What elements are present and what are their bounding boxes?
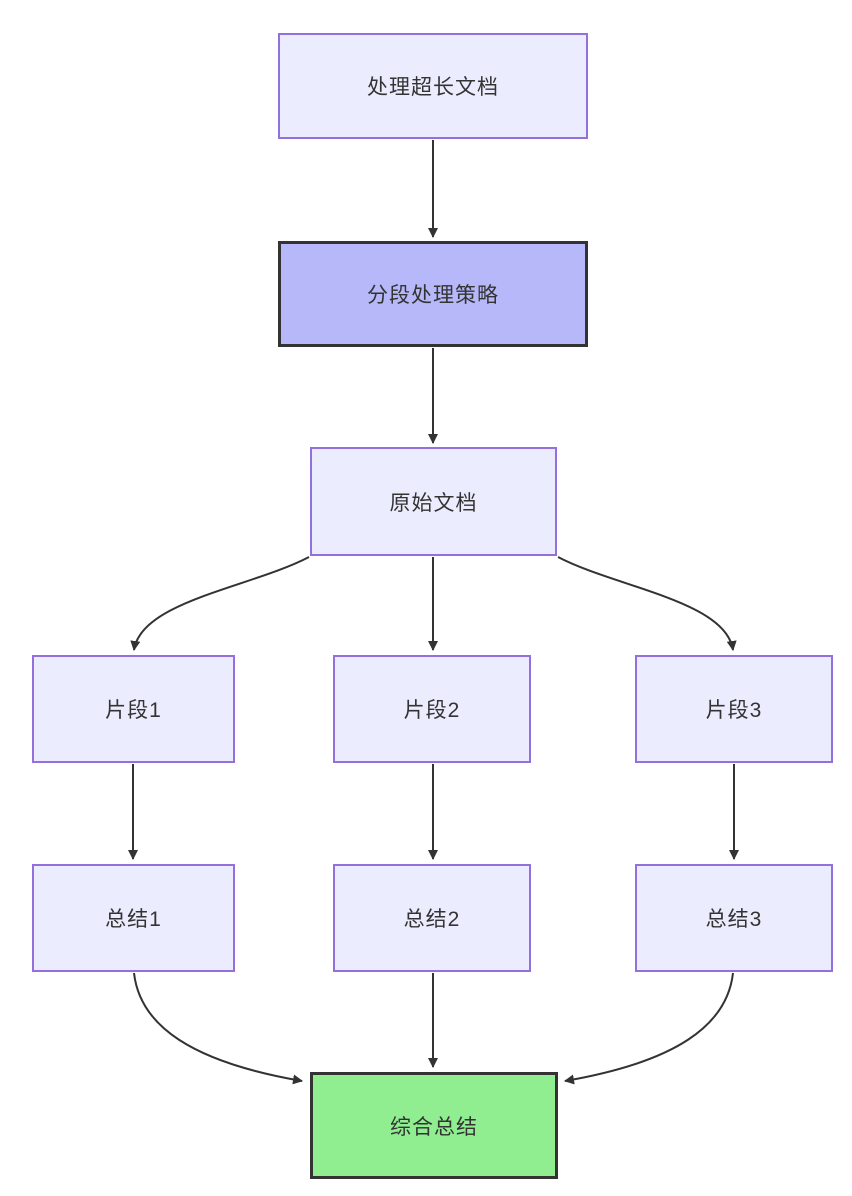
node-fragment-1: 片段1: [32, 655, 235, 763]
node-label: 总结2: [403, 908, 461, 931]
node-process-long-document: 处理超长文档: [278, 33, 588, 139]
node-label: 片段1: [105, 699, 162, 722]
node-summary-2: 总结2: [333, 864, 531, 972]
edge-e1-f: [133, 972, 303, 1085]
node-label: 片段3: [705, 699, 763, 722]
node-fragment-3: 片段3: [635, 655, 833, 763]
edge-c-d1: [130, 556, 310, 651]
node-label: 原始文档: [389, 491, 478, 515]
node-label: 片段2: [403, 699, 461, 722]
node-summary-1: 总结1: [32, 864, 235, 972]
node-label: 分段处理策略: [367, 284, 499, 307]
node-label: 处理超长文档: [367, 76, 499, 99]
node-label: 综合总结: [390, 1115, 478, 1139]
edge-e3-f: [564, 972, 734, 1085]
node-combined-summary: 综合总结: [310, 1072, 558, 1179]
node-original-document: 原始文档: [310, 447, 557, 556]
node-label: 总结1: [105, 908, 162, 931]
node-fragment-2: 片段2: [333, 655, 531, 763]
node-summary-3: 总结3: [635, 864, 833, 972]
node-label: 总结3: [705, 908, 763, 931]
edge-c-d3: [557, 556, 737, 651]
node-segmented-strategy: 分段处理策略: [278, 241, 588, 347]
